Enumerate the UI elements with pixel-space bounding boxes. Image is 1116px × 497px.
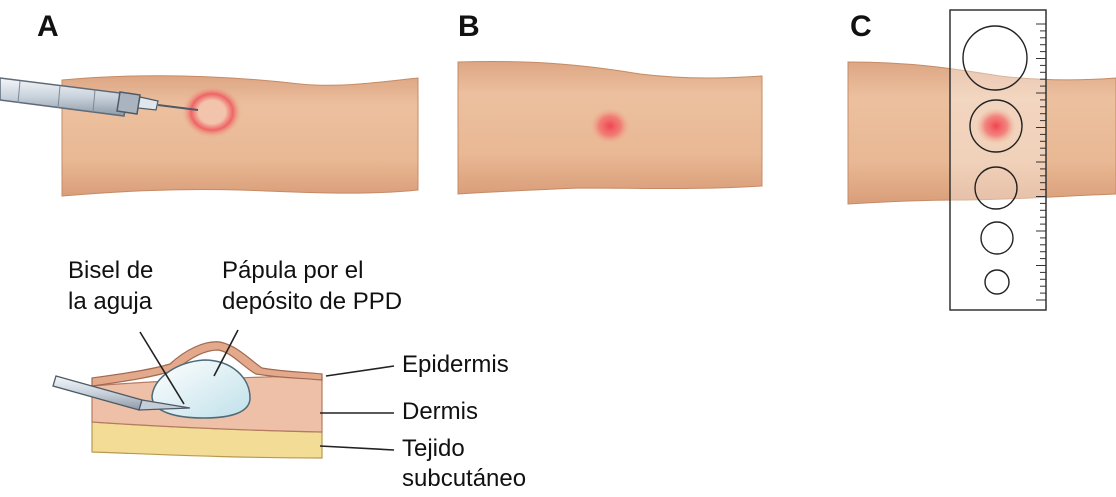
wheal-reaction [182,86,242,138]
induration-spot [590,108,630,144]
skin-cross-section [53,330,394,458]
subcutaneous-label-line1: Tejido [402,434,465,464]
induration-spot-c [976,108,1016,144]
epidermis-label: Epidermis [402,350,509,380]
papule-label-line1: Pápula por el [222,256,363,286]
dermis-label: Dermis [402,397,478,427]
bevel-label-line1: Bisel de [68,256,153,286]
panel-label-a: A [37,12,59,42]
arm-b [458,62,762,195]
bevel-label-line2: la aguja [68,287,152,317]
measuring-ruler [950,10,1046,310]
epidermis-leader [326,366,394,376]
subcutaneous-label-line2: subcutáneo [402,464,526,494]
papule-label-line2: depósito de PPD [222,287,402,317]
panel-label-c: C [850,12,872,42]
subcutaneous-leader [320,446,394,450]
panel-label-b: B [458,12,480,42]
